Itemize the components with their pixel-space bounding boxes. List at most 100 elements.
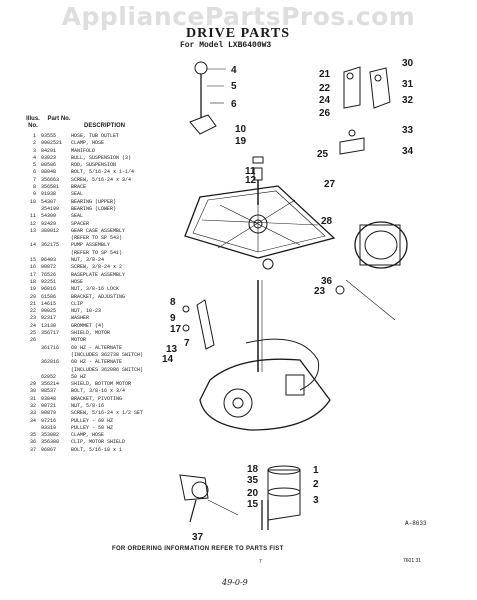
callout-label: 32 (402, 95, 414, 106)
column-header-description: DESCRIPTION (84, 123, 126, 129)
parts-row-illus-no: 12 (29, 220, 36, 227)
parts-row-part-no: 362175 (41, 242, 60, 249)
parts-row-illus-no: 24 (29, 322, 36, 329)
parts-row-illus-no: 33 (29, 410, 36, 417)
callout-label: 26 (319, 108, 331, 119)
parts-row-illus-no: 8 (32, 184, 36, 191)
parts-row-part-no: 96016 (41, 286, 57, 293)
parts-row-part-no: 61586 (41, 293, 57, 300)
parts-row-part-no: 84291 (41, 147, 57, 154)
parts-row-description: SPACER (71, 220, 90, 227)
parts-row-part-no: 90872 (41, 264, 57, 271)
callout-label: 37 (192, 532, 204, 543)
parts-row-description: ROD, SUSPENSION (71, 162, 117, 169)
parts-row-description: WASHER (71, 315, 90, 322)
callout-label: 33 (402, 125, 414, 136)
parts-row-part-no: 90025 (41, 308, 57, 315)
parts-row-description: 50 HZ (71, 373, 87, 380)
callout-label: 21 (319, 69, 331, 80)
parts-row-illus-no: 1 (32, 133, 36, 139)
parts-row-part-no: 54309 (41, 213, 57, 220)
callout-label: 12 (245, 175, 257, 186)
parts-row-part-no: 92429 (41, 220, 57, 227)
parts-row-illus-no: 34 (29, 417, 36, 424)
parts-row-part-no: 93848 (41, 395, 57, 402)
parts-row-illus-no: 25 (29, 330, 36, 337)
parts-row: (INCLUDES 362086 SWITCH) (22, 367, 182, 374)
callout-label: 6 (231, 99, 237, 110)
parts-row-illus-no: 9 (32, 191, 36, 198)
parts-row-part-no: 14615 (41, 300, 57, 307)
callout-label: 18 (247, 464, 259, 475)
parts-row-illus-no: 30 (29, 388, 36, 395)
parts-row-description: CLAMP, HOSE (71, 140, 105, 147)
parts-row-part-no: 90879 (41, 410, 57, 417)
parts-row-part-no: 356214 (41, 381, 60, 388)
callout-label: 19 (235, 136, 247, 147)
callout-label: 23 (314, 286, 326, 297)
parts-row-description: NUT, 10-23 (71, 308, 102, 315)
parts-row-part-no: 354199 (41, 205, 60, 212)
parts-row-illus-no: 16 (29, 264, 36, 271)
callout-label: 30 (402, 58, 414, 69)
parts-row-description: (REFER TO SP 543) (71, 235, 123, 242)
callout-label: 5 (231, 81, 237, 92)
parts-row-part-no: 356663 (41, 176, 60, 183)
parts-row-illus-no: 7 (32, 176, 36, 183)
parts-row-illus-no: 36 (29, 439, 36, 446)
column-header-part-no: Part No. (47, 116, 71, 122)
parts-row-description: PULLEY - 50 HZ (71, 424, 114, 431)
parts-row-description: BRACE (71, 184, 87, 191)
parts-row-description: CLAMP, HOSE (71, 432, 105, 439)
parts-row-illus-no: 21 (29, 300, 36, 307)
callout-label: 14 (162, 354, 174, 365)
parts-row-description: GROMMET (4) (71, 322, 105, 329)
parts-row-illus-no: 32 (29, 402, 36, 409)
parts-row-part-no: 90721 (41, 402, 57, 409)
callout-label: 11 (245, 166, 256, 177)
parts-row-part-no: 356388 (41, 439, 60, 446)
parts-row-illus-no: 35 (29, 432, 36, 439)
callout-labels: 4561019111289177131418352015371232122242… (162, 58, 414, 543)
pivoting-bracket-drawing (369, 67, 391, 109)
parts-row-illus-no: 15 (29, 257, 36, 264)
callout-label: 15 (247, 499, 259, 510)
parts-row-description: (INCLUDES 362086 SWITCH) (71, 366, 144, 373)
watermark: AppliancePartsPros.com (61, 2, 416, 31)
parts-row-description: SCREW, 5/16-24 x 1/2 SET (71, 410, 144, 417)
baseplate-drawing (184, 185, 336, 259)
handwritten-note: 49-0-9 (222, 578, 248, 587)
parts-row-description: PULLEY - 60 HZ (71, 417, 114, 424)
callout-label: 22 (319, 83, 331, 94)
manifold-bracket-drawing (189, 114, 217, 135)
callout-label: 1 (313, 465, 319, 476)
parts-row-part-no: 389012 (41, 227, 60, 234)
page-number: 7 (259, 559, 262, 565)
parts-row-illus-no: 11 (29, 213, 36, 220)
parts-row-description: HOSE, TUB OUTLET (71, 133, 120, 139)
parts-row-description: BULL, SUSPENSION (3) (71, 154, 132, 161)
drawing-number: A-8633 (405, 520, 427, 527)
parts-row-part-no: 93319 (41, 424, 57, 431)
suspension-ball-drawing (194, 61, 208, 75)
parts-row-illus-no: 5 (32, 162, 36, 169)
parts-row-description: BRACKET, PIVOTING (71, 395, 123, 402)
callout-label: 17 (170, 324, 182, 335)
parts-row-part-no: 98537 (41, 388, 57, 395)
parts-row-description: SCREW, 3/8-24 x 2 (71, 264, 123, 271)
